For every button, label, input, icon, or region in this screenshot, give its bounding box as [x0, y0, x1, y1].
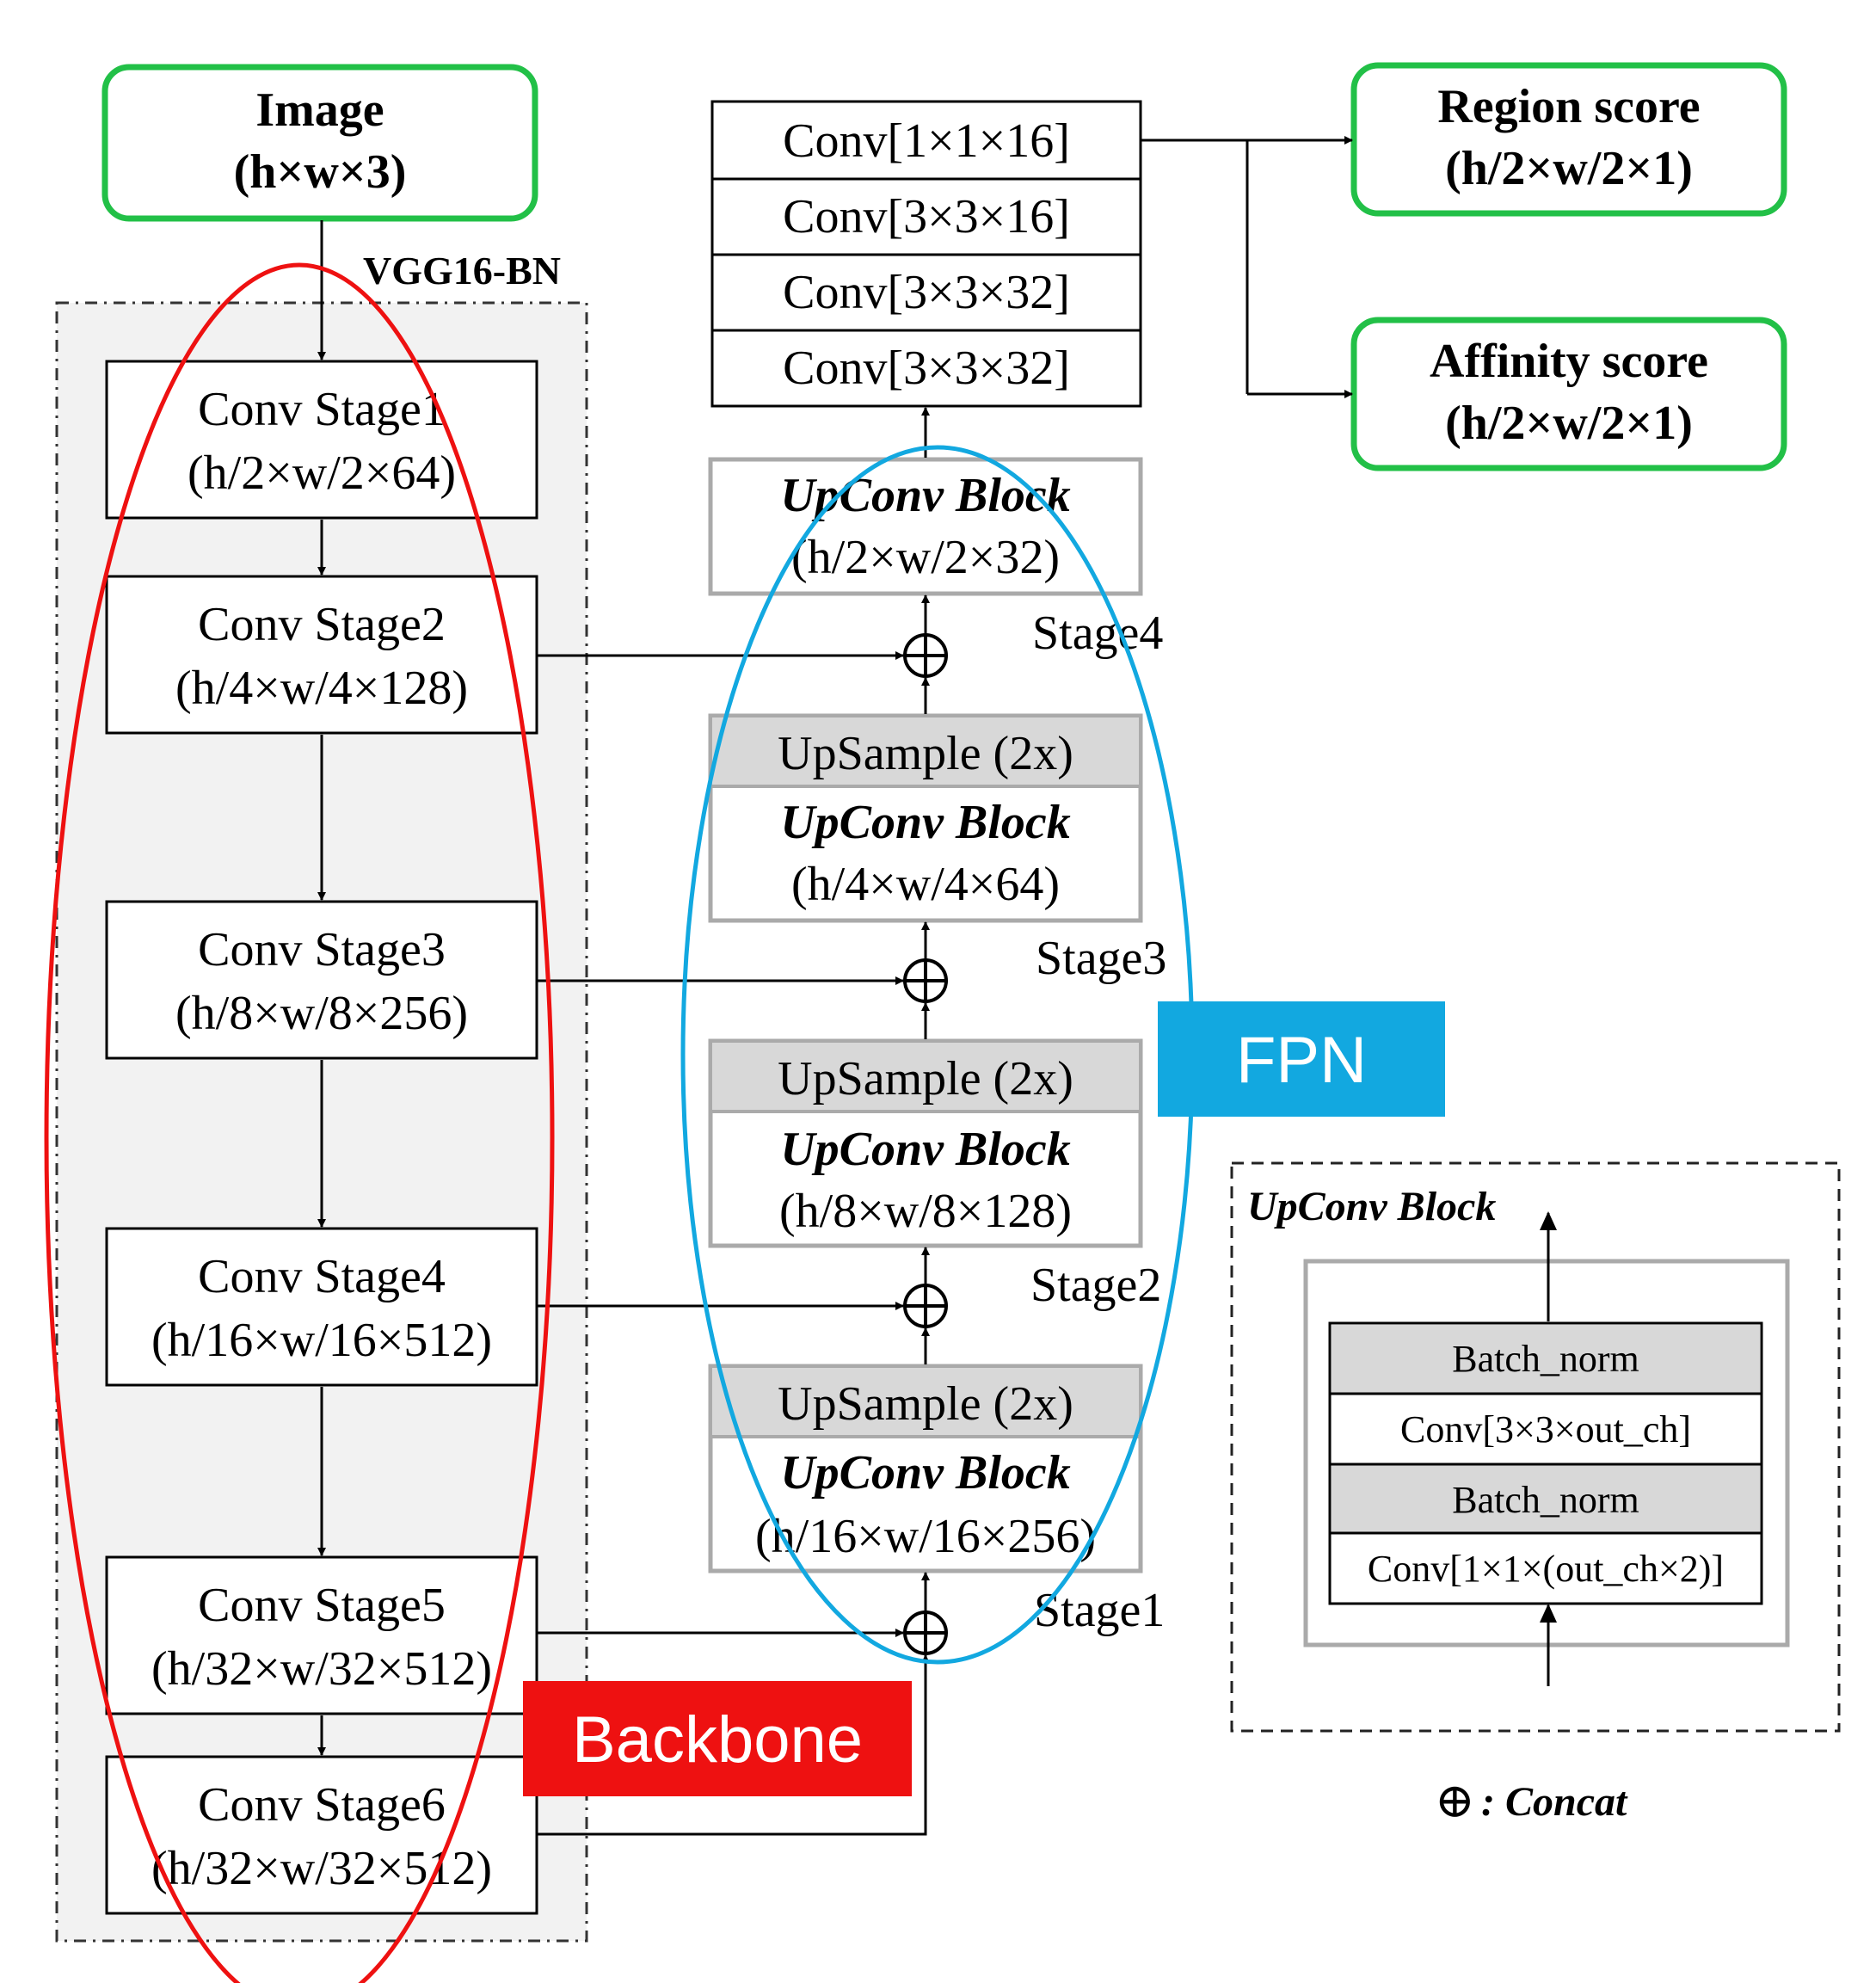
conv-stage-title: Conv Stage6 — [198, 1778, 446, 1832]
stage-label-1: Stage1 — [1034, 1584, 1165, 1637]
upconv-block-name: UpConv Block — [780, 1123, 1071, 1176]
skip-connections — [537, 651, 930, 1836]
concat-node-stage4 — [903, 633, 948, 678]
image-input-box — [101, 64, 538, 222]
upconv-block-legend: UpConv Block Batch_norm Conv[3×3×out_ch]… — [1230, 1161, 1841, 1733]
conv-stage-shape: (h/32×w/32×512) — [151, 1842, 492, 1895]
output-shape: (h/2×w/2×1) — [1445, 397, 1693, 450]
image-input-shape: (h×w×3) — [234, 145, 407, 199]
conv-stage-shape: (h/8×w/8×256) — [175, 987, 468, 1040]
conv-stage-title: Conv Stage4 — [198, 1250, 446, 1303]
stage-label-4: Stage4 — [1032, 607, 1163, 660]
conv-stage-shape: (h/16×w/16×512) — [151, 1314, 492, 1367]
upconv-block-name: UpConv Block — [780, 1446, 1071, 1500]
legend-layer: Batch_norm — [1452, 1479, 1639, 1521]
legend-layer: Conv[1×1×(out_ch×2)] — [1368, 1548, 1724, 1590]
conv-stage-2: Conv Stage2 (h/4×w/4×128) — [105, 575, 538, 735]
upconv-block-shape: (h/4×w/4×64) — [791, 858, 1060, 911]
concat-node-stage1 — [903, 1610, 948, 1655]
legend-layer: Conv[3×3×out_ch] — [1400, 1408, 1691, 1450]
upconv-block-shape: (h/2×w/2×32) — [791, 531, 1060, 584]
upconv-block-3: UpSample (2x) UpConv Block (h/8×w/8×128) — [708, 1038, 1143, 1248]
conv-stage-title: Conv Stage1 — [198, 383, 446, 436]
upconv-block-name: UpConv Block — [780, 796, 1071, 849]
conv-stage-4: Conv Stage4 (h/16×w/16×512) — [105, 1227, 538, 1387]
backbone-label: Backbone — [572, 1703, 863, 1777]
conv-stage-title: Conv Stage3 — [198, 923, 446, 976]
upsample-label: UpSample (2x) — [778, 1377, 1073, 1431]
backbone-highlight-ellipse — [44, 262, 555, 1983]
conv-stage-shape: (h/32×w/32×512) — [151, 1642, 492, 1696]
upconv-block-name: UpConv Block — [780, 469, 1071, 522]
concat-legend-symbol: ⊕ — [1435, 1775, 1475, 1828]
output-shape: (h/2×w/2×1) — [1445, 142, 1693, 195]
fpn-label: FPN — [1236, 1024, 1367, 1097]
output-title: Affinity score — [1430, 335, 1708, 388]
head-conv-layer: Conv[3×3×32] — [783, 342, 1070, 395]
head-conv-stack: Conv[1×1×16] Conv[3×3×16] Conv[3×3×32] C… — [710, 100, 1142, 408]
concat-node-stage2 — [903, 1284, 948, 1328]
head-conv-layer: Conv[3×3×16] — [783, 190, 1070, 243]
head-conv-layer: Conv[1×1×16] — [783, 114, 1070, 168]
concat-node-stage3 — [903, 958, 948, 1003]
conv-stage-5: Conv Stage5 (h/32×w/32×512) — [105, 1555, 538, 1715]
vgg16-bn-label: VGG16-BN — [363, 249, 561, 293]
upconv-block-2: UpSample (2x) UpConv Block (h/4×w/4×64) — [708, 713, 1143, 923]
image-input-title: Image — [255, 83, 384, 137]
output-connectors — [1141, 136, 1353, 398]
upsample-label: UpSample (2x) — [778, 1052, 1073, 1105]
conv-stage-title: Conv Stage2 — [198, 598, 446, 651]
backbone-label-box — [523, 1681, 912, 1796]
fpn-label-box — [1158, 1001, 1445, 1117]
legend-title: UpConv Block — [1247, 1184, 1496, 1229]
upconv-block-1: UpConv Block (h/2×w/2×32) — [708, 457, 1143, 596]
conv-stage-title: Conv Stage5 — [198, 1579, 446, 1632]
region-score-output: Region score (h/2×w/2×1) — [1350, 62, 1787, 217]
conv-stage-shape: (h/4×w/4×128) — [175, 662, 468, 715]
stage-label-2: Stage2 — [1030, 1259, 1161, 1312]
output-title: Region score — [1437, 80, 1700, 133]
head-conv-layer: Conv[3×3×32] — [783, 266, 1070, 319]
stage-label-3: Stage3 — [1036, 932, 1166, 985]
upconv-block-shape: (h/16×w/16×256) — [755, 1510, 1096, 1563]
conv-stage-3: Conv Stage3 (h/8×w/8×256) — [105, 900, 538, 1060]
affinity-score-output: Affinity score (h/2×w/2×1) — [1350, 317, 1787, 471]
legend-layer: Batch_norm — [1452, 1338, 1639, 1380]
conv-stage-1: Conv Stage1 (h/2×w/2×64) — [105, 360, 538, 520]
conv-stage-shape: (h/2×w/2×64) — [188, 446, 456, 500]
upsample-label: UpSample (2x) — [778, 727, 1073, 780]
concat-legend-text: : Concat — [1481, 1779, 1628, 1825]
upconv-block-4: UpSample (2x) UpConv Block (h/16×w/16×25… — [708, 1364, 1143, 1573]
upconv-block-shape: (h/8×w/8×128) — [779, 1185, 1072, 1238]
